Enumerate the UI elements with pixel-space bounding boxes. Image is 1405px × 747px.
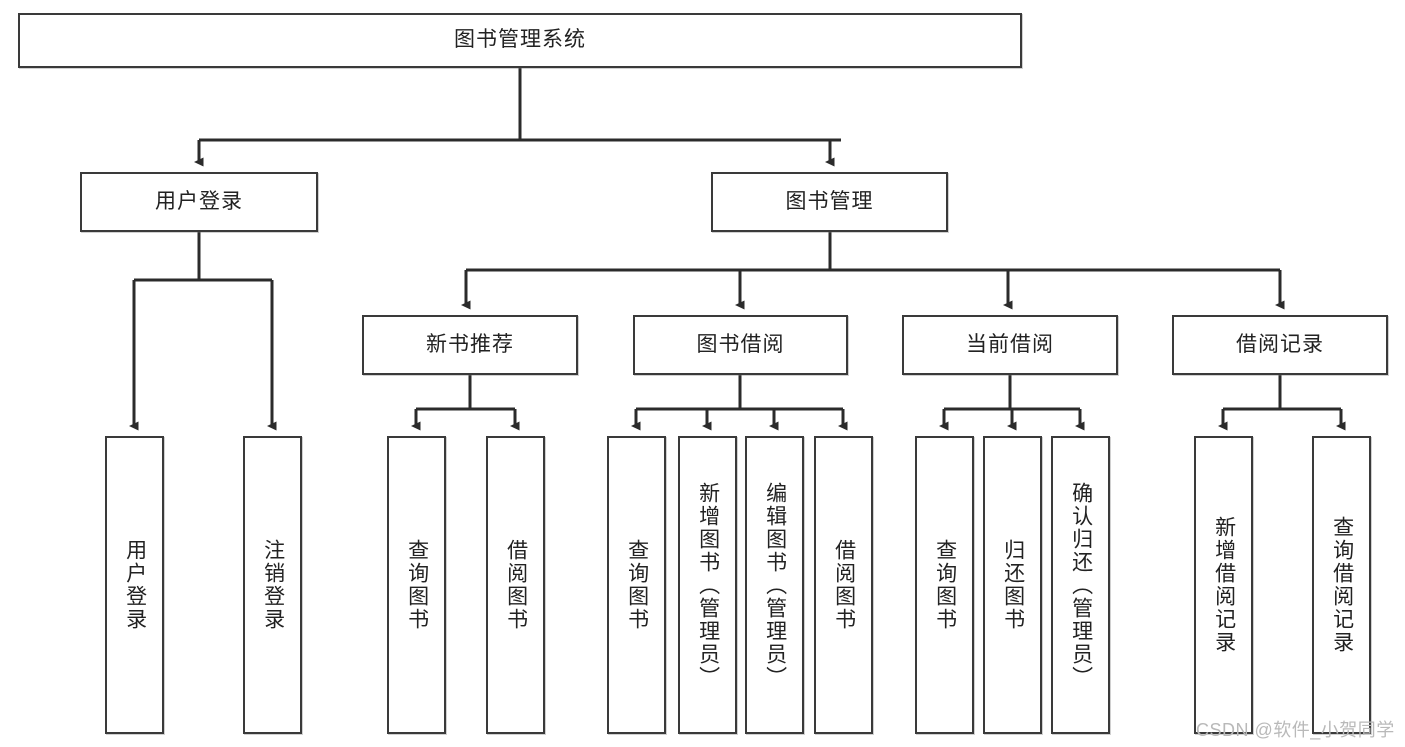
node-leaf-add-borrow-record[interactable]: 新增借阅记录 bbox=[1194, 436, 1253, 734]
node-leaf-borrow-book-label: 借阅图书 bbox=[832, 539, 856, 631]
node-leaf-borrow-book-recommend-label: 借阅图书 bbox=[504, 539, 528, 631]
node-leaf-add-borrow-record-label: 新增借阅记录 bbox=[1212, 516, 1236, 654]
node-leaf-confirm-return-admin-label: 确认归还（管理员） bbox=[1069, 481, 1093, 689]
node-leaf-query-book-borrow-label: 查询图书 bbox=[625, 539, 649, 631]
node-leaf-return-book[interactable]: 归还图书 bbox=[983, 436, 1042, 734]
node-leaf-user-logout[interactable]: 注销登录 bbox=[243, 436, 302, 734]
node-leaf-user-login[interactable]: 用户登录 bbox=[105, 436, 164, 734]
node-root[interactable]: 图书管理系统 bbox=[18, 13, 1022, 68]
node-leaf-edit-book-admin-label: 编辑图书（管理员） bbox=[763, 481, 787, 689]
node-leaf-return-book-label: 归还图书 bbox=[1001, 539, 1025, 631]
node-leaf-query-book-borrow[interactable]: 查询图书 bbox=[607, 436, 666, 734]
node-leaf-add-book-admin-label: 新增图书（管理员） bbox=[696, 481, 720, 689]
node-leaf-query-book-current-label: 查询图书 bbox=[933, 539, 957, 631]
node-book-management[interactable]: 图书管理 bbox=[711, 172, 948, 232]
node-current-borrow[interactable]: 当前借阅 bbox=[902, 315, 1118, 375]
csdn-watermark: CSDN @软件_小贺同学 bbox=[1196, 720, 1395, 740]
node-leaf-borrow-book[interactable]: 借阅图书 bbox=[814, 436, 873, 734]
node-book-borrow[interactable]: 图书借阅 bbox=[633, 315, 848, 375]
node-leaf-query-book-recommend-label: 查询图书 bbox=[405, 539, 429, 631]
node-leaf-add-book-admin[interactable]: 新增图书（管理员） bbox=[678, 436, 737, 734]
node-leaf-edit-book-admin[interactable]: 编辑图书（管理员） bbox=[745, 436, 804, 734]
node-book-borrow-label: 图书借阅 bbox=[696, 332, 785, 356]
node-current-borrow-label: 当前借阅 bbox=[966, 332, 1054, 356]
node-book-management-label: 图书管理 bbox=[785, 189, 874, 213]
node-leaf-query-book-current[interactable]: 查询图书 bbox=[915, 436, 974, 734]
node-leaf-user-login-label: 用户登录 bbox=[123, 539, 147, 631]
node-leaf-confirm-return-admin[interactable]: 确认归还（管理员） bbox=[1051, 436, 1110, 734]
node-leaf-borrow-book-recommend[interactable]: 借阅图书 bbox=[486, 436, 545, 734]
node-user-login-label: 用户登录 bbox=[155, 189, 243, 213]
node-new-book-recommend[interactable]: 新书推荐 bbox=[362, 315, 578, 375]
node-borrow-records-label: 借阅记录 bbox=[1236, 332, 1324, 356]
node-root-label: 图书管理系统 bbox=[454, 28, 586, 52]
node-new-book-recommend-label: 新书推荐 bbox=[426, 332, 514, 356]
node-borrow-records[interactable]: 借阅记录 bbox=[1172, 315, 1388, 375]
node-leaf-query-borrow-record-label: 查询借阅记录 bbox=[1330, 516, 1354, 654]
node-leaf-query-book-recommend[interactable]: 查询图书 bbox=[387, 436, 446, 734]
node-leaf-query-borrow-record[interactable]: 查询借阅记录 bbox=[1312, 436, 1371, 734]
node-leaf-user-logout-label: 注销登录 bbox=[261, 539, 285, 631]
node-user-login[interactable]: 用户登录 bbox=[80, 172, 318, 232]
